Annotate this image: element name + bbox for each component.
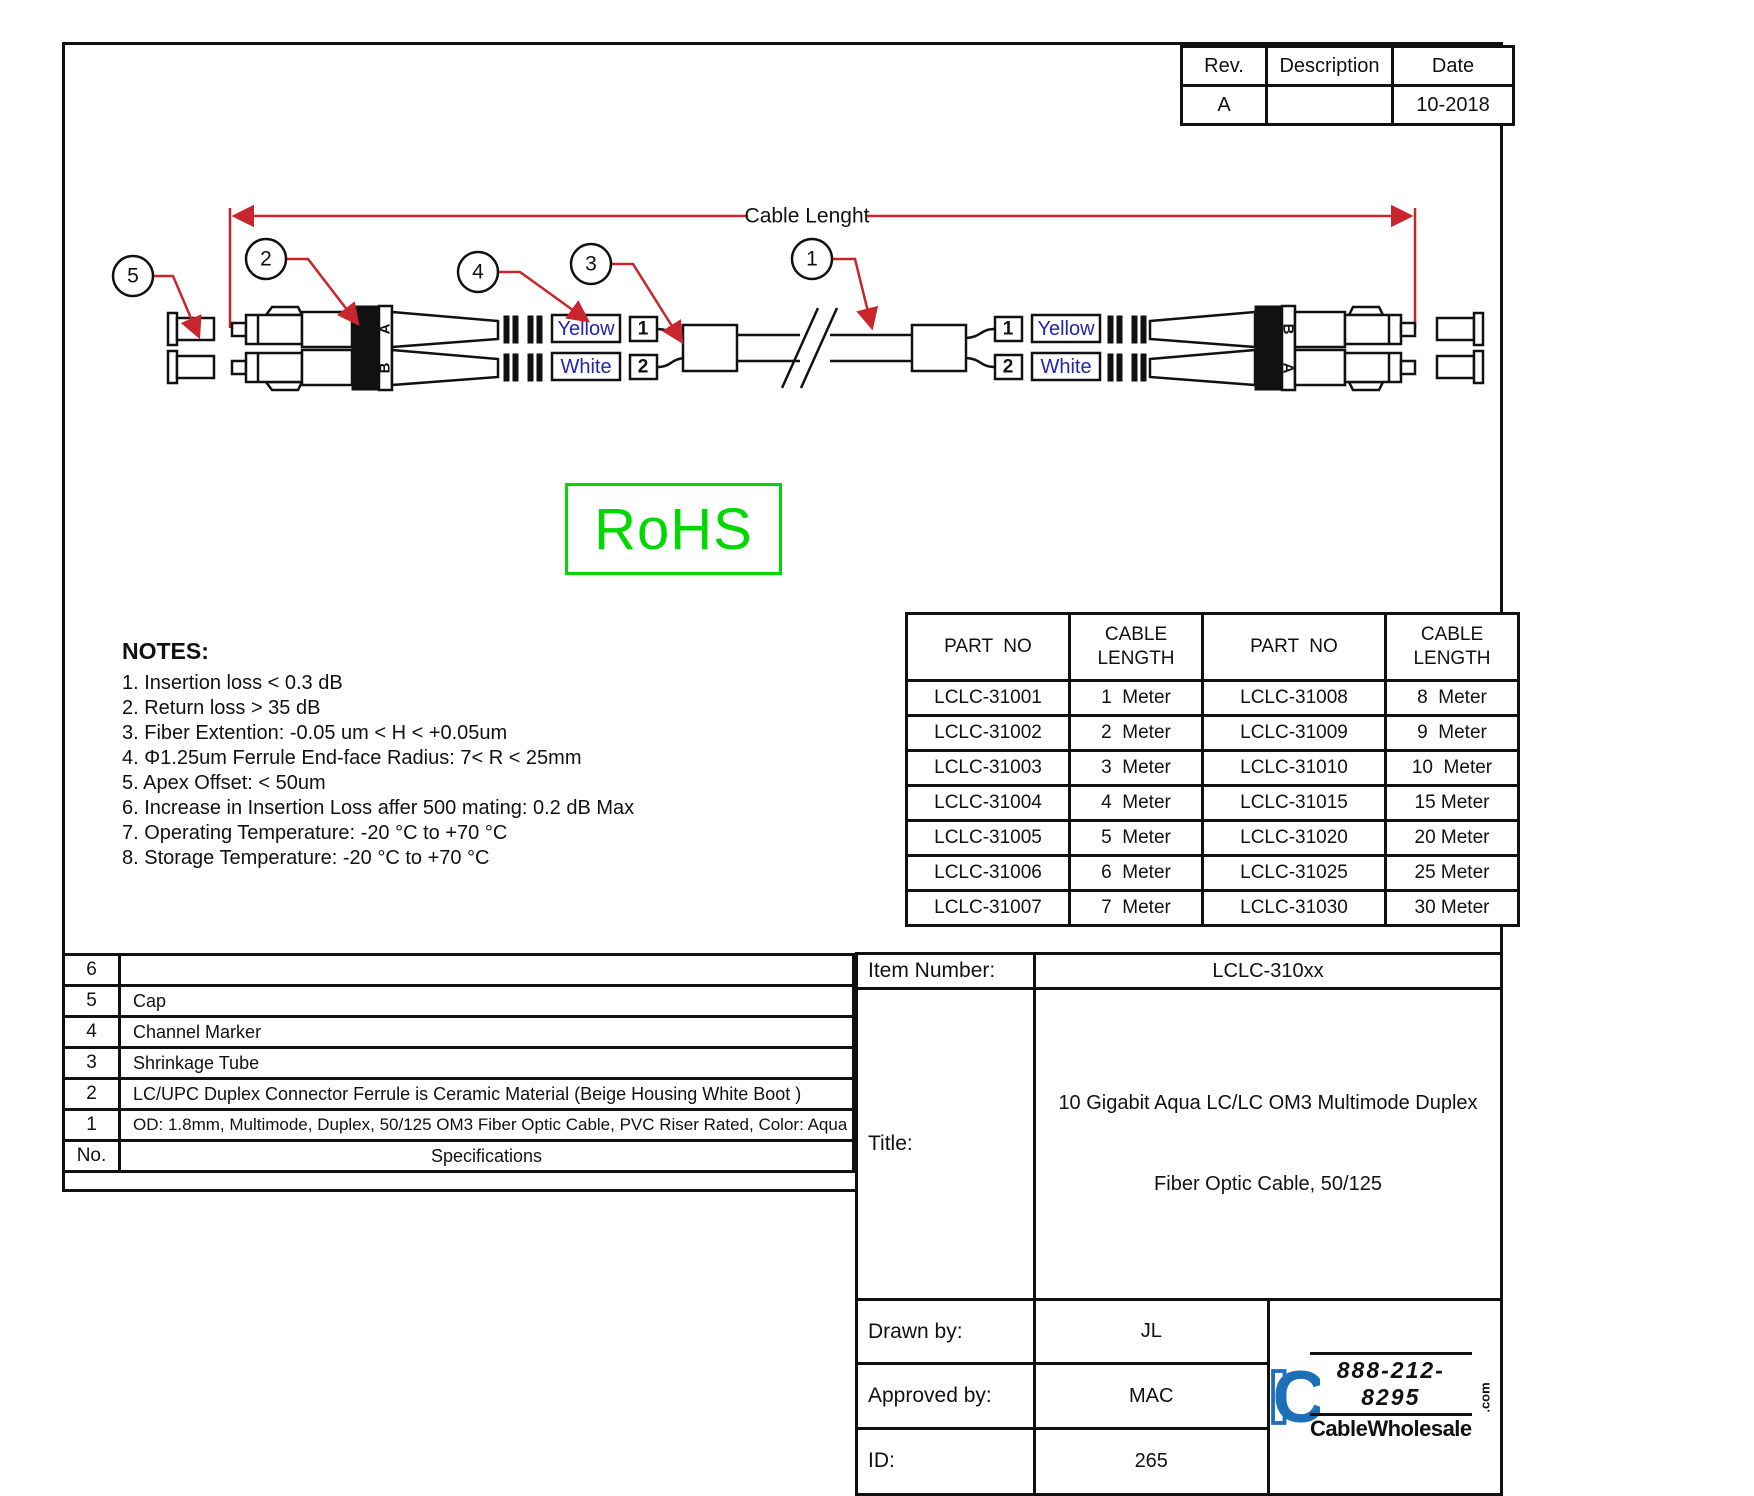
left-channel-1: 1 <box>638 319 649 340</box>
logo-tld: .com <box>1477 1381 1493 1413</box>
cable-assembly-drawing: Cable Lenght A B Yellow <box>111 205 1485 392</box>
callout-3: 3 <box>569 242 684 345</box>
right-dust-caps <box>1435 311 1485 385</box>
title-label: Title: <box>855 987 1036 1301</box>
description-header: Description <box>1265 45 1394 87</box>
right-white-label: White <box>1040 356 1091 378</box>
callout-1: 1 <box>790 237 879 331</box>
item-number-label: Item Number: <box>855 952 1036 990</box>
right-yellow-label: Yellow <box>1037 318 1095 340</box>
note-item: 5. Apex Offset: < 50um <box>122 772 326 794</box>
spec-row: 6 <box>62 953 855 987</box>
left-channel-markers: Yellow White 1 2 <box>550 313 659 382</box>
cable-length-dimension: Cable Lenght <box>228 205 1417 328</box>
spec-row: 2 LC/UPC Duplex Connector Ferrule is Cer… <box>62 1077 855 1111</box>
note-item: 4. Φ1.25um Ferrule End-face Radius: 7< R… <box>122 747 582 769</box>
right-channel-1: 1 <box>1003 319 1014 340</box>
logo-phone: 888-212-8295 <box>1309 1352 1472 1416</box>
title-value: 10 Gigabit Aqua LC/LC OM3 Multimode Dupl… <box>1033 987 1503 1301</box>
cablewholesale-logo: C 888-212-8295 CableWholesale .com <box>1270 1347 1499 1447</box>
svg-text:5: 5 <box>127 265 139 288</box>
item-number-value: LCLC-310xx <box>1033 952 1503 990</box>
part-number-table: PART NO CABLE LENGTH PART NO CABLE LENGT… <box>905 612 1520 927</box>
spec-row: 3 Shrinkage Tube <box>62 1046 855 1080</box>
callout-4: 4 <box>456 250 591 323</box>
approved-by-label: Approved by: <box>855 1362 1036 1430</box>
note-item: 3. Fiber Extention: -0.05 um < H < +0.05… <box>122 722 508 744</box>
description-value <box>1265 84 1394 126</box>
left-white-label: White <box>560 356 611 378</box>
left-dust-caps <box>166 311 216 385</box>
drawn-by-label: Drawn by: <box>855 1297 1036 1366</box>
drawn-by-value: JL <box>1033 1297 1270 1366</box>
date-header: Date <box>1391 45 1515 87</box>
datasheet-page: { "rev_table": { "headers": ["Rev.", "De… <box>62 42 1520 1496</box>
note-item: 1. Insertion loss < 0.3 dB <box>122 672 343 694</box>
vendor-logo-cell: C 888-212-8295 CableWholesale .com <box>1266 1298 1503 1496</box>
svg-text:2: 2 <box>260 248 272 271</box>
spec-row: 4 Channel Marker <box>62 1015 855 1049</box>
logo-wordmark: CableWholesale <box>1309 1416 1472 1441</box>
spec-row: 5 Cap <box>62 984 855 1018</box>
callout-5: 5 <box>111 254 202 340</box>
cable-length-header: CABLE LENGTH <box>1068 612 1204 682</box>
id-label: ID: <box>855 1426 1036 1496</box>
svg-text:4: 4 <box>472 261 484 284</box>
cable-length-header: CABLE LENGTH <box>1384 612 1520 682</box>
note-item: 6. Increase in Insertion Loss affer 500 … <box>122 797 635 819</box>
rev-value: A <box>1180 84 1268 126</box>
notes-heading: NOTES: <box>122 638 209 664</box>
part-no-header: PART NO <box>1201 612 1387 682</box>
right-strain-relief <box>1107 315 1147 382</box>
spec-footer-row: No. Specifications <box>62 1139 855 1173</box>
cable-length-label: Cable Lenght <box>745 205 870 228</box>
note-item: 2. Return loss > 35 dB <box>122 697 321 719</box>
left-strain-relief <box>503 315 543 382</box>
revision-table: Rev. Description Date A 10-2018 <box>1180 45 1515 126</box>
callout-2: 2 <box>244 237 360 326</box>
date-value: 10-2018 <box>1391 84 1515 126</box>
rohs-label: RoHS <box>594 496 753 562</box>
left-yellow-label: Yellow <box>557 318 615 340</box>
left-lc-connector: A B <box>230 304 543 392</box>
left-polarity-a: A <box>377 323 394 334</box>
part-no-header: PART NO <box>905 612 1071 682</box>
right-polarity-b: B <box>1280 324 1297 335</box>
right-polarity-a: A <box>1280 363 1297 374</box>
id-value: 265 <box>1033 1426 1270 1496</box>
specifications-table: 6 5 Cap 4 Channel Marker 3 Shrinkage Tub… <box>62 953 855 1173</box>
spec-row: 1 OD: 1.8mm, Multimode, Duplex, 50/125 O… <box>62 1108 855 1142</box>
cable-run <box>656 307 996 389</box>
rohs-badge: RoHS <box>565 483 782 575</box>
notes-block: NOTES: 1. Insertion loss < 0.3 dB 2. Ret… <box>122 638 722 871</box>
note-item: 7. Operating Temperature: -20 °C to +70 … <box>122 822 508 844</box>
right-lc-connector: B A <box>1107 304 1417 392</box>
title-block: Item Number: LCLC-310xx Title: 10 Gigabi… <box>855 952 1503 1496</box>
svg-text:1: 1 <box>806 248 818 271</box>
approved-by-value: MAC <box>1033 1362 1270 1430</box>
right-channel-2: 2 <box>1003 357 1014 378</box>
rev-header: Rev. <box>1180 45 1268 87</box>
left-channel-2: 2 <box>638 357 649 378</box>
svg-text:3: 3 <box>585 253 597 276</box>
note-item: 8. Storage Temperature: -20 °C to +70 °C <box>122 847 490 869</box>
left-polarity-b: B <box>377 362 394 373</box>
right-channel-markers: 1 2 Yellow White <box>993 313 1102 382</box>
